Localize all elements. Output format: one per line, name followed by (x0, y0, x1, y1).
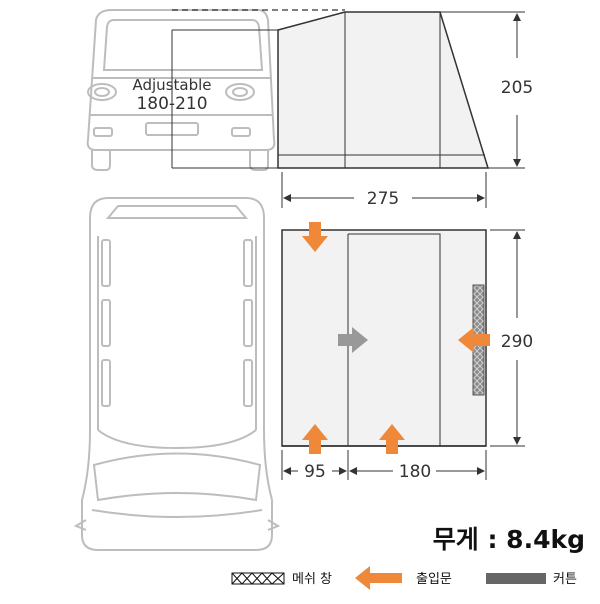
depth-label: 290 (501, 332, 533, 352)
depth-dimension (490, 229, 525, 447)
mesh-legend-icon (231, 572, 285, 585)
weight-label: 무게 : 8.4kg (433, 525, 585, 554)
curtain-arrow (338, 327, 368, 353)
entrance-arrow-bottom-left (302, 424, 328, 454)
entrance-legend-icon (355, 566, 402, 590)
tent-side-view (171, 9, 490, 169)
width-label: 275 (367, 189, 399, 209)
curtain-legend-label: 커튼 (553, 572, 577, 587)
mesh-legend-label: 메쉬 창 (292, 572, 332, 587)
height-dimension (440, 11, 525, 169)
seg-left-label: 95 (304, 462, 326, 482)
curtain-legend-icon (486, 573, 546, 584)
entrance-arrow-right (458, 327, 490, 353)
tent-top-view (281, 229, 487, 447)
entrance-arrow-top (302, 222, 328, 252)
seg-right-label: 180 (399, 462, 431, 482)
entrance-legend-label: 출입문 (416, 572, 452, 587)
entrance-arrow-bottom-right (379, 424, 405, 454)
segment-dimension (281, 450, 487, 480)
car-top-view (73, 197, 281, 551)
height-label: 205 (501, 78, 533, 98)
width-dimension (281, 172, 487, 208)
legend: 메쉬 창 출입문 커튼 (231, 566, 577, 590)
